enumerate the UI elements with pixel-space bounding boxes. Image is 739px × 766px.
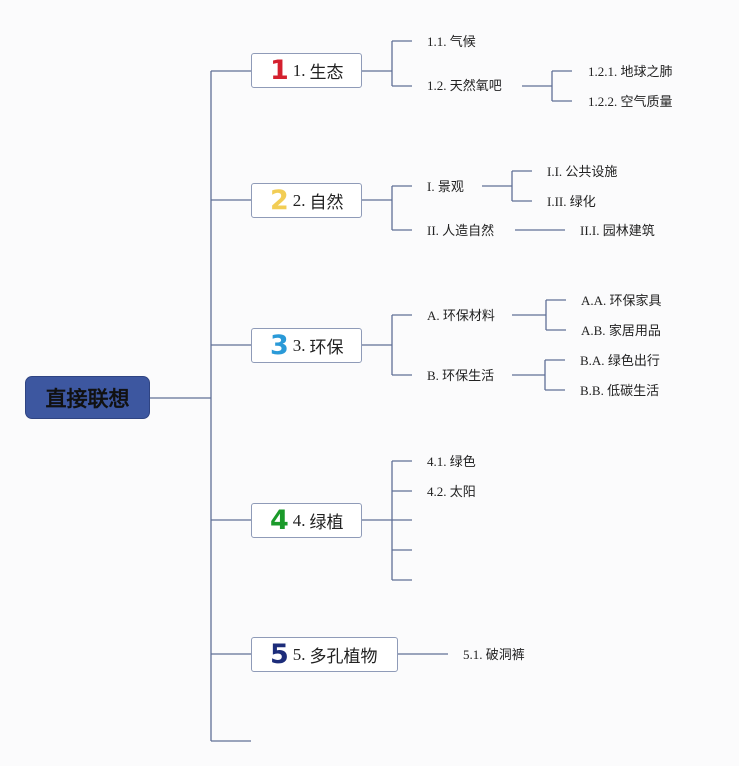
- subtopic-label: 气候: [449, 35, 476, 50]
- number-1-icon: 1: [270, 55, 289, 86]
- subtopic-number: A.: [427, 308, 440, 323]
- subtopic-1-2[interactable]: 1.2. 天然氧吧: [427, 78, 502, 95]
- topic-node-nature[interactable]: 2 2. 自然: [251, 183, 362, 218]
- subtopic-number: 4.2.: [427, 484, 447, 499]
- number-3-icon: 3: [270, 330, 289, 361]
- topic-number: 1.: [292, 60, 306, 80]
- subtopic-label: 环保材料: [442, 309, 495, 324]
- subtopic-label: 环保生活: [442, 369, 495, 384]
- subtopic-label: 绿色出行: [607, 354, 660, 369]
- subtopic-A-B[interactable]: A.B. 家居用品: [581, 323, 661, 340]
- subtopic-B-A[interactable]: B.A. 绿色出行: [580, 353, 660, 370]
- subtopic-1-1[interactable]: 1.1. 气候: [427, 34, 476, 51]
- subtopic-1-2-1[interactable]: 1.2.1. 地球之肺: [588, 64, 673, 81]
- subtopic-label: 低碳生活: [607, 384, 660, 399]
- subtopic-label: 绿色: [449, 455, 476, 470]
- subtopic-number: B.A.: [580, 353, 605, 368]
- subtopic-label: 环保家具: [609, 294, 662, 309]
- subtopic-label: 破洞裤: [485, 648, 525, 663]
- topic-number: 3.: [292, 335, 306, 355]
- subtopic-label: 太阳: [449, 485, 476, 500]
- subtopic-number: I.II.: [547, 194, 567, 209]
- subtopic-4-1[interactable]: 4.1. 绿色: [427, 454, 476, 471]
- subtopic-label: 天然氧吧: [449, 79, 502, 94]
- topic-number: 2.: [292, 190, 306, 210]
- subtopic-number: I.I.: [547, 164, 563, 179]
- subtopic-label: 园林建筑: [602, 224, 655, 239]
- topic-number: 5.: [292, 644, 306, 664]
- subtopic-label: 地球之肺: [620, 65, 673, 80]
- subtopic-number: 4.1.: [427, 454, 447, 469]
- subtopic-label: 人造自然: [442, 224, 495, 239]
- subtopic-II[interactable]: II. 人造自然: [427, 223, 494, 240]
- subtopic-B-B[interactable]: B.B. 低碳生活: [580, 383, 659, 400]
- subtopic-A[interactable]: A. 环保材料: [427, 308, 495, 325]
- subtopic-II-I[interactable]: II.I. 园林建筑: [580, 223, 655, 240]
- subtopic-number: B.B.: [580, 383, 604, 398]
- topic-node-succulents[interactable]: 5 5. 多孔植物: [251, 637, 398, 672]
- subtopic-number: I.: [427, 179, 435, 194]
- subtopic-number: A.B.: [581, 323, 606, 338]
- subtopic-I[interactable]: I. 景观: [427, 179, 464, 196]
- subtopic-number: 1.1.: [427, 34, 447, 49]
- subtopic-label: 景观: [437, 180, 464, 195]
- number-4-icon: 4: [270, 505, 289, 536]
- subtopic-A-A[interactable]: A.A. 环保家具: [581, 293, 662, 310]
- topic-label: 生态: [309, 63, 344, 83]
- subtopic-B[interactable]: B. 环保生活: [427, 368, 494, 385]
- subtopic-5-1[interactable]: 5.1. 破洞裤: [463, 647, 525, 664]
- topic-number: 4.: [292, 510, 306, 530]
- subtopic-1-2-2[interactable]: 1.2.2. 空气质量: [588, 94, 673, 111]
- subtopic-label: 绿化: [569, 195, 596, 210]
- number-5-icon: 5: [270, 639, 289, 670]
- subtopic-number: II.I.: [580, 223, 600, 238]
- subtopic-number: 1.2.: [427, 78, 447, 93]
- subtopic-label: 公共设施: [565, 165, 618, 180]
- subtopic-number: B.: [427, 368, 439, 383]
- subtopic-label: 家居用品: [608, 324, 661, 339]
- subtopic-number: A.A.: [581, 293, 607, 308]
- number-2-icon: 2: [270, 185, 289, 216]
- topic-label: 环保: [309, 338, 344, 358]
- topic-node-environment[interactable]: 3 3. 环保: [251, 328, 362, 363]
- subtopic-number: 5.1.: [463, 647, 483, 662]
- root-label: 直接联想: [45, 386, 130, 411]
- topic-node-ecology[interactable]: 1 1. 生态: [251, 53, 362, 88]
- root-node[interactable]: 直接联想: [25, 376, 150, 419]
- subtopic-number: II.: [427, 223, 439, 238]
- subtopic-I-I[interactable]: I.I. 公共设施: [547, 164, 617, 181]
- topic-label: 自然: [309, 193, 344, 213]
- topic-label: 多孔植物: [309, 647, 378, 667]
- topic-label: 绿植: [309, 513, 344, 533]
- subtopic-number: 1.2.2.: [588, 94, 618, 109]
- topic-node-green-plants[interactable]: 4 4. 绿植: [251, 503, 362, 538]
- subtopic-number: 1.2.1.: [588, 64, 618, 79]
- subtopic-4-2[interactable]: 4.2. 太阳: [427, 484, 476, 501]
- subtopic-label: 空气质量: [620, 95, 673, 110]
- subtopic-I-II[interactable]: I.II. 绿化: [547, 194, 596, 211]
